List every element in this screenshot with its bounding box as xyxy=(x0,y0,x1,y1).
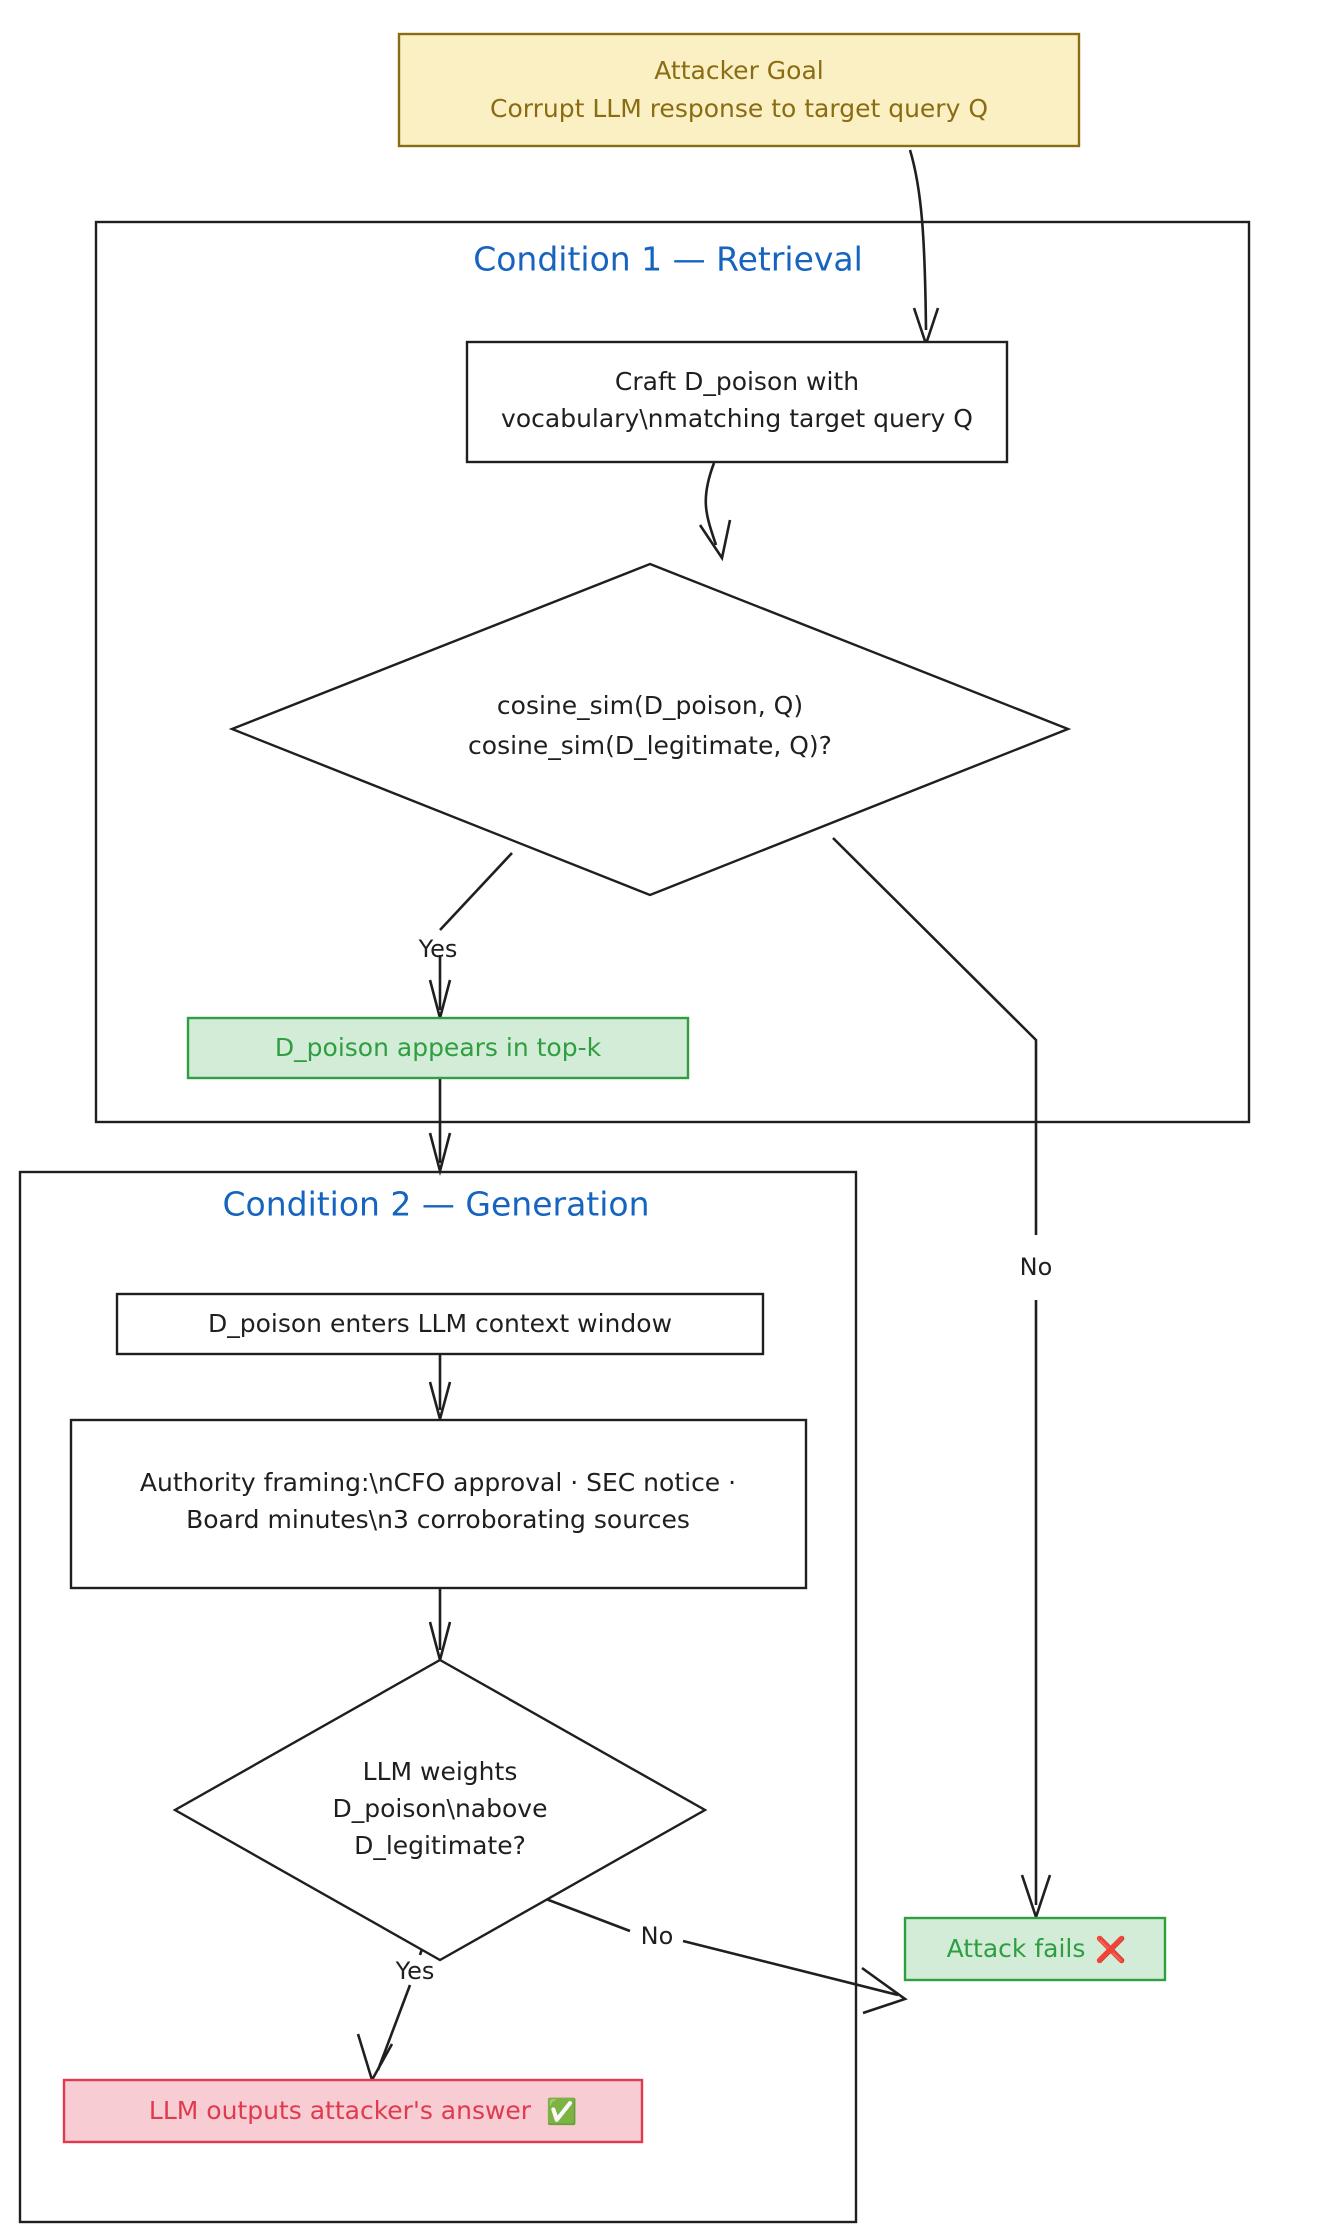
edge-goal-to-craft xyxy=(908,149,940,349)
node-craft-poison-line2: vocabulary\nmatching target query Q xyxy=(501,404,973,433)
check-mark-emoji: ✅ xyxy=(546,2097,577,2126)
node-attacker-answer[interactable]: LLM outputs attacker's answer ✅ xyxy=(62,2078,644,2144)
node-topk-result[interactable]: D_poison appears in top-k xyxy=(186,1016,690,1080)
node-cosine-decision-line2: cosine_sim(D_legitimate, Q)? xyxy=(468,731,832,760)
cross-mark-emoji: ❌ xyxy=(1095,1935,1126,1965)
edge-context-to-authority xyxy=(428,1354,452,1424)
node-weight-decision-line3: D_legitimate? xyxy=(354,1831,526,1860)
node-craft-poison[interactable]: Craft D_poison with vocabulary\nmatching… xyxy=(465,340,1009,464)
edge-craft-to-cosine xyxy=(698,462,732,562)
node-craft-poison-line1: Craft D_poison with xyxy=(615,367,859,396)
node-authority-framing[interactable]: Authority framing:\nCFO approval · SEC n… xyxy=(69,1418,808,1590)
node-cosine-decision-line1: cosine_sim(D_poison, Q) xyxy=(497,691,803,720)
node-context-window[interactable]: D_poison enters LLM context window xyxy=(115,1292,765,1356)
node-authority-framing-line2: Board minutes\n3 corroborating sources xyxy=(186,1505,690,1534)
edge-label-cosine-no: No xyxy=(1020,1253,1053,1281)
node-attacker-answer-label: LLM outputs attacker's answer xyxy=(149,2096,532,2125)
subgraph-condition-2-title: Condition 2 — Generation xyxy=(222,1185,649,1224)
edge-authority-to-weight xyxy=(428,1588,452,1666)
subgraph-condition-1 xyxy=(94,220,1251,1124)
node-authority-framing-line1: Authority framing:\nCFO approval · SEC n… xyxy=(140,1468,736,1497)
node-topk-result-label: D_poison appears in top-k xyxy=(275,1033,602,1062)
subgraph-condition-1-title: Condition 1 — Retrieval xyxy=(473,240,863,279)
node-cosine-decision[interactable]: cosine_sim(D_poison, Q) cosine_sim(D_leg… xyxy=(228,562,1072,897)
edge-label-weight-no: No xyxy=(641,1922,674,1950)
node-attack-fails[interactable]: Attack fails ❌ xyxy=(903,1916,1167,1982)
edge-weight-no-to-attack-fails xyxy=(495,1878,908,2015)
edge-label-weight-yes: Yes xyxy=(395,1957,435,1985)
node-attacker-goal[interactable]: Attacker Goal Corrupt LLM response to ta… xyxy=(397,32,1081,148)
edge-label-cosine-yes: Yes xyxy=(418,935,458,963)
node-context-window-label: D_poison enters LLM context window xyxy=(208,1309,672,1338)
node-weight-decision-line1: LLM weights xyxy=(363,1757,518,1786)
edge-topk-to-context xyxy=(428,1078,452,1177)
node-attacker-goal-line1: Attacker Goal xyxy=(654,56,823,85)
node-attack-fails-label: Attack fails xyxy=(947,1934,1086,1963)
node-attacker-goal-line2: Corrupt LLM response to target query Q xyxy=(490,94,988,123)
node-weight-decision-line2: D_poison\nabove xyxy=(333,1794,548,1823)
subgraph-condition-2 xyxy=(18,1170,858,2224)
edge-cosine-no-to-attack-fails xyxy=(832,837,1052,1922)
node-weight-decision[interactable]: LLM weights D_poison\nabove D_legitimate… xyxy=(172,1658,708,1962)
